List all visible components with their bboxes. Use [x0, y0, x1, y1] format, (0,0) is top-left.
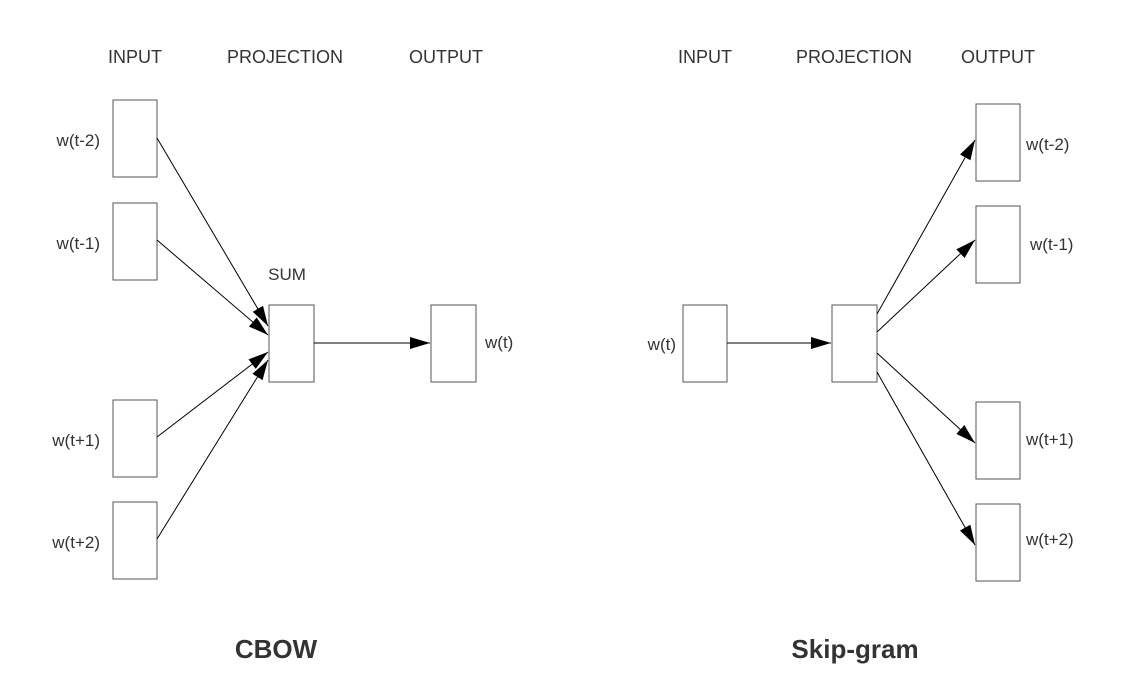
skipgram-edge: [876, 352, 976, 444]
skipgram-projection-node: [831, 304, 878, 383]
cbow-input-node: [112, 399, 158, 478]
skipgram-output-label: w(t-1): [1029, 235, 1073, 254]
cbow-input-label: w(t-1): [56, 234, 100, 253]
skipgram-input-label: w(t): [647, 335, 676, 354]
skipgram-input-node: [682, 304, 728, 383]
skipgram-output-node: [975, 401, 1021, 480]
cbow-input-label: w(t+1): [51, 431, 100, 450]
cbow-projection-node: [268, 304, 315, 383]
cbow-output-node: [430, 304, 477, 383]
skipgram-edge: [876, 371, 976, 546]
cbow-input-node: [112, 99, 158, 178]
skipgram-output-header: OUTPUT: [961, 47, 1035, 67]
cbow-edge: [156, 351, 269, 438]
cbow-output-label: w(t): [484, 333, 513, 352]
skipgram-model: INPUT PROJECTION OUTPUT w(t) w(t-2) w(t-…: [647, 47, 1074, 664]
cbow-output-header: OUTPUT: [409, 47, 483, 67]
cbow-projection-header: PROJECTION: [227, 47, 343, 67]
skipgram-edge: [876, 139, 976, 315]
cbow-title: CBOW: [235, 634, 318, 664]
cbow-sum-label: SUM: [268, 265, 306, 284]
skipgram-output-label: w(t+1): [1025, 430, 1074, 449]
cbow-input-node: [112, 501, 158, 580]
skipgram-output-node: [975, 205, 1021, 284]
skipgram-projection-header: PROJECTION: [796, 47, 912, 67]
cbow-edge: [156, 137, 269, 327]
skipgram-input-header: INPUT: [678, 47, 732, 67]
cbow-model: INPUT PROJECTION OUTPUT w(t-2) w(t-1) w(…: [51, 47, 513, 664]
cbow-input-label: w(t+2): [51, 533, 100, 552]
skipgram-output-node: [975, 503, 1021, 582]
cbow-input-node: [112, 202, 158, 281]
cbow-edge: [156, 239, 269, 336]
skipgram-edge: [876, 239, 976, 333]
skipgram-output-label: w(t-2): [1025, 135, 1069, 154]
cbow-input-header: INPUT: [108, 47, 162, 67]
skipgram-title: Skip-gram: [791, 634, 918, 664]
cbow-edge: [156, 359, 269, 540]
skipgram-output-node: [975, 103, 1021, 182]
skipgram-output-label: w(t+2): [1025, 530, 1074, 549]
cbow-input-label: w(t-2): [56, 131, 100, 150]
